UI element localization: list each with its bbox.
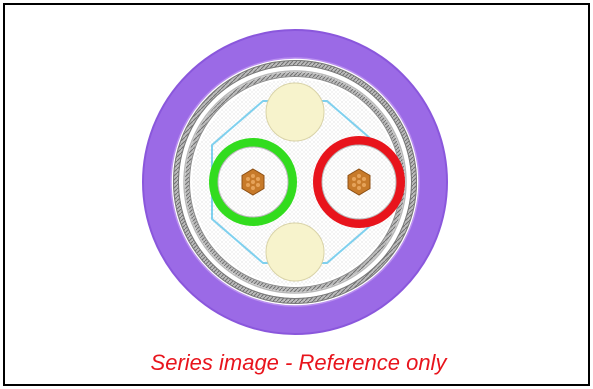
braid-shield — [173, 60, 417, 304]
image-frame: Series image - Reference only — [3, 3, 590, 386]
filler-top — [265, 82, 325, 142]
cable-cross-section-icon — [142, 29, 448, 335]
caption-text: Series image - Reference only — [150, 350, 447, 375]
filler-bottom — [265, 222, 325, 282]
